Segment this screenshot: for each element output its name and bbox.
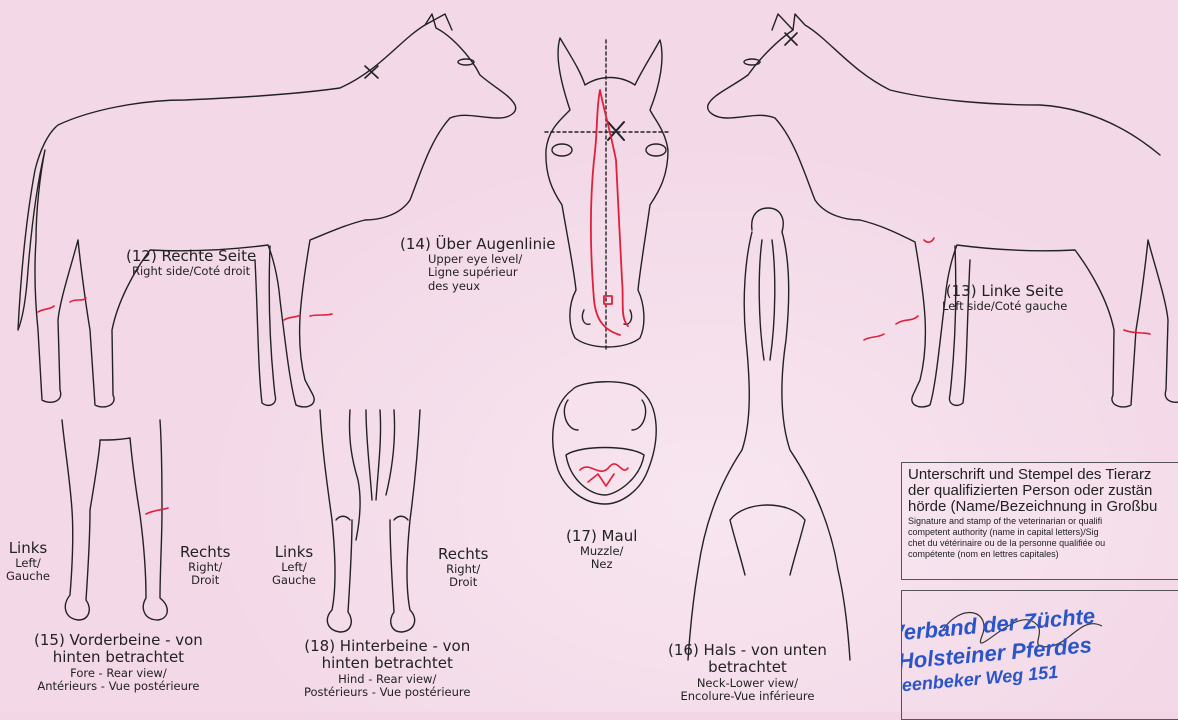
hindlegs-rechts-sub2: Droit <box>438 576 488 589</box>
right-side-subtitle: Right side/Coté droit <box>126 265 256 278</box>
signature-small4: compétente (nom en lettres capitales) <box>908 549 1178 560</box>
forelegs-caption: (15) Vorderbeine - von hinten betrachtet… <box>34 632 203 693</box>
hindlegs-title2: hinten betrachtet <box>304 655 470 672</box>
hindlegs-rechts: Rechts <box>438 546 488 563</box>
forelegs-links: Links <box>6 540 50 557</box>
neck-lower-view-drawing <box>688 208 850 660</box>
forelegs-links-label: Links Left/ Gauche <box>6 540 50 584</box>
muzzle-label: (17) Maul Muzzle/ Nez <box>566 528 637 572</box>
signature-line2: der qualifizierten Person oder zustän <box>908 483 1178 499</box>
signature-line3: hörde (Name/Bezeichnung in Großbu <box>908 499 1178 515</box>
neck-sub2: Encolure-Vue inférieure <box>668 690 827 703</box>
forelegs-sub2: Antérieurs - Vue postérieure <box>34 680 203 693</box>
signature-small2: competent authority (name in capital let… <box>908 527 1178 538</box>
hindlegs-rechts-label: Rechts Right/ Droit <box>438 546 488 590</box>
above-eyes-title: (14) Über Augenlinie <box>400 236 556 253</box>
above-eyes-sub3: des yeux <box>428 280 556 293</box>
above-eyes-label: (14) Über Augenlinie Upper eye level/ Li… <box>400 236 556 293</box>
forelegs-links-sub2: Gauche <box>6 570 50 583</box>
hindlegs-links-sub2: Gauche <box>272 574 316 587</box>
signature-small1: Signature and stamp of the veterinarian … <box>908 516 1178 527</box>
hindlegs-caption: (18) Hinterbeine - von hinten betrachtet… <box>304 638 470 699</box>
hindlegs-title1: (18) Hinterbeine - von <box>304 638 470 655</box>
muzzle-drawing <box>553 382 656 504</box>
forelegs-rechts: Rechts <box>180 544 230 561</box>
left-side-label: (13) Linke Seite Left side/Coté gauche <box>942 283 1067 313</box>
right-side-horse-drawing <box>18 14 516 407</box>
signature-box: Unterschrift und Stempel des Tierarz der… <box>901 462 1178 580</box>
stamp-box: Verband der Züchte Holsteiner Pferdes St… <box>901 590 1178 720</box>
above-eyes-sub2: Ligne supérieur <box>428 266 556 279</box>
left-side-title: (13) Linke Seite <box>942 283 1067 300</box>
right-side-label: (12) Rechte Seite Right side/Coté droit <box>126 248 256 278</box>
forelegs-rear-view-drawing <box>62 420 168 620</box>
hindlegs-rear-view-drawing <box>320 410 420 632</box>
forelegs-title1: (15) Vorderbeine - von <box>34 632 203 649</box>
neck-title2: betrachtet <box>668 659 827 676</box>
head-front-view-drawing <box>545 38 668 350</box>
hindlegs-links-label: Links Left/ Gauche <box>272 544 316 588</box>
forelegs-rechts-sub2: Droit <box>180 574 230 587</box>
hindlegs-sub2: Postérieurs - Vue postérieure <box>304 686 470 699</box>
forelegs-title2: hinten betrachtet <box>34 649 203 666</box>
neck-title1: (16) Hals - von unten <box>668 642 827 659</box>
hindlegs-sub1: Hind - Rear view/ <box>304 673 470 686</box>
signature-line1: Unterschrift und Stempel des Tierarz <box>908 467 1178 483</box>
muzzle-title: (17) Maul <box>566 528 637 545</box>
forelegs-sub1: Fore - Rear view/ <box>34 667 203 680</box>
signature-small3: chet du vétérinaire ou de la personne qu… <box>908 538 1178 549</box>
neck-sub1: Neck-Lower view/ <box>668 677 827 690</box>
forelegs-rechts-label: Rechts Right/ Droit <box>180 544 230 588</box>
neck-caption: (16) Hals - von unten betrachtet Neck-Lo… <box>668 642 827 703</box>
hindlegs-links: Links <box>272 544 316 561</box>
muzzle-sub2: Nez <box>566 558 637 571</box>
right-side-title: (12) Rechte Seite <box>126 248 256 265</box>
left-side-subtitle: Left side/Coté gauche <box>942 300 1067 313</box>
